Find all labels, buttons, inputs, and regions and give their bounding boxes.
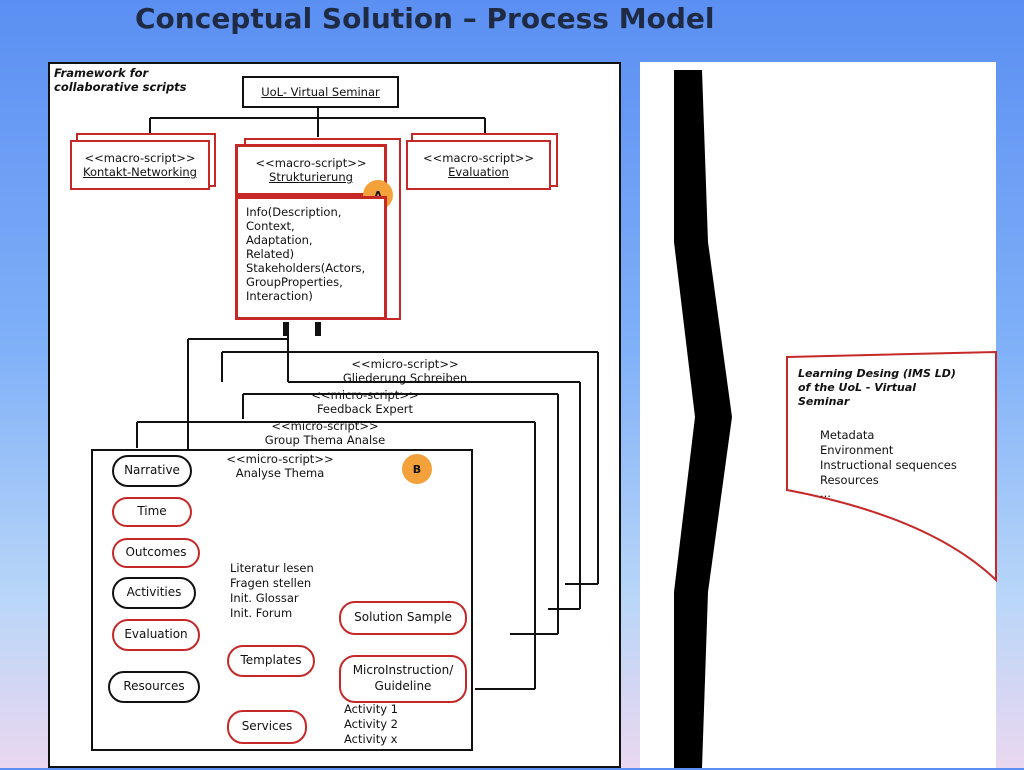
macro-stereotype: <<macro-script>> — [255, 156, 367, 170]
micro-stereotype: <<micro-script>> — [226, 452, 334, 466]
solution-sample-node: Solution Sample — [339, 601, 467, 635]
macro-script-evaluation: <<macro-script>> Evaluation — [406, 140, 551, 190]
transform-arrow-and-shape — [674, 70, 997, 768]
micro-stereotype: <<micro-script>> — [271, 419, 379, 433]
learning-design-item: Metadata — [820, 428, 875, 442]
root-uol-label: UoL- Virtual Seminar — [261, 85, 380, 99]
services-node: Services — [227, 710, 307, 744]
micro-script-feedback: <<micro-script>> Feedback Expert — [265, 388, 465, 417]
outcomes-node: Outcomes — [112, 538, 200, 568]
micro-stereotype: <<micro-script>> — [351, 357, 459, 371]
micro-script-analyse-thema: <<micro-script>> Analyse Thema — [190, 452, 370, 481]
root-uol-box: UoL- Virtual Seminar — [242, 76, 399, 108]
info-line: Stakeholders(Actors, — [246, 261, 366, 276]
badge-b: B — [402, 454, 432, 484]
info-line: Related) — [246, 247, 295, 262]
strukturierung-info-box: Info(Description, Context, Adaptation, R… — [235, 196, 387, 320]
macro-stereotype: <<macro-script>> — [422, 151, 535, 165]
narrative-node: Narrative — [112, 455, 192, 487]
service-activity: Activity 1 — [344, 702, 398, 716]
learning-design-item: Resources — [820, 473, 879, 487]
micro-name: Group Thema Analse — [264, 433, 386, 448]
info-line: GroupProperties, — [246, 275, 343, 290]
info-line: Adaptation, — [246, 233, 313, 248]
microinstruction-node: MicroInstruction/ Guideline — [339, 655, 467, 703]
activity-item: Literatur lesen — [230, 561, 314, 575]
time-node: Time — [112, 497, 192, 527]
learning-design-item: Environment — [820, 443, 894, 457]
page-title: Conceptual Solution – Process Model — [135, 2, 715, 35]
service-activity: Activity 2 — [344, 717, 398, 731]
macro-script-strukturierung: <<macro-script>> Strukturierung — [235, 144, 387, 196]
info-line: Interaction) — [246, 289, 313, 304]
info-line: Info(Description, — [246, 205, 342, 219]
macro-stereotype: <<macro-script>> — [84, 151, 196, 165]
activities-node: Activities — [112, 577, 196, 609]
micro-script-group-thema: <<micro-script>> Group Thema Analse — [225, 419, 425, 448]
microinstruction-line: MicroInstruction/ — [352, 663, 454, 678]
microinstruction-line: Guideline — [374, 679, 432, 693]
macro-name: Strukturierung — [269, 170, 353, 184]
micro-script-gliederung: <<micro-script>> Gliederung Schreiben — [300, 357, 510, 386]
learning-design-title-line1: Learning Desing (IMS LD) — [798, 367, 956, 380]
micro-name: Feedback Expert — [316, 402, 414, 417]
framework-label-line2: collaborative scripts — [54, 80, 187, 94]
macro-name: Kontakt-Networking — [83, 165, 197, 179]
evaluation-node: Evaluation — [112, 619, 200, 651]
activity-item: Init. Glossar — [230, 591, 299, 605]
micro-name: Analyse Thema — [235, 466, 325, 481]
service-activity: Activity x — [344, 732, 398, 746]
learning-design-item: Instructional sequences — [820, 458, 957, 472]
templates-node: Templates — [227, 645, 315, 677]
resources-node: Resources — [108, 671, 200, 703]
micro-stereotype: <<micro-script>> — [311, 388, 419, 402]
learning-design-panel: Learning Desing (IMS LD) of the UoL - Vi… — [640, 62, 997, 768]
framework-panel: Framework for collaborative scripts UoL-… — [48, 62, 621, 768]
learning-design-title-line3: Seminar — [798, 395, 850, 408]
activity-item: Fragen stellen — [230, 576, 312, 590]
framework-label-line1: Framework for — [54, 66, 149, 80]
info-line: Context, — [246, 219, 295, 234]
macro-script-kontakt: <<macro-script>> Kontakt-Networking — [70, 140, 210, 190]
micro-name: Gliederung Schreiben — [342, 371, 468, 386]
activity-item: Init. Forum — [230, 606, 293, 620]
learning-design-title-line2: of the UoL - Virtual — [798, 381, 917, 394]
macro-name: Evaluation — [448, 165, 509, 179]
learning-design-item: ... — [820, 486, 831, 500]
